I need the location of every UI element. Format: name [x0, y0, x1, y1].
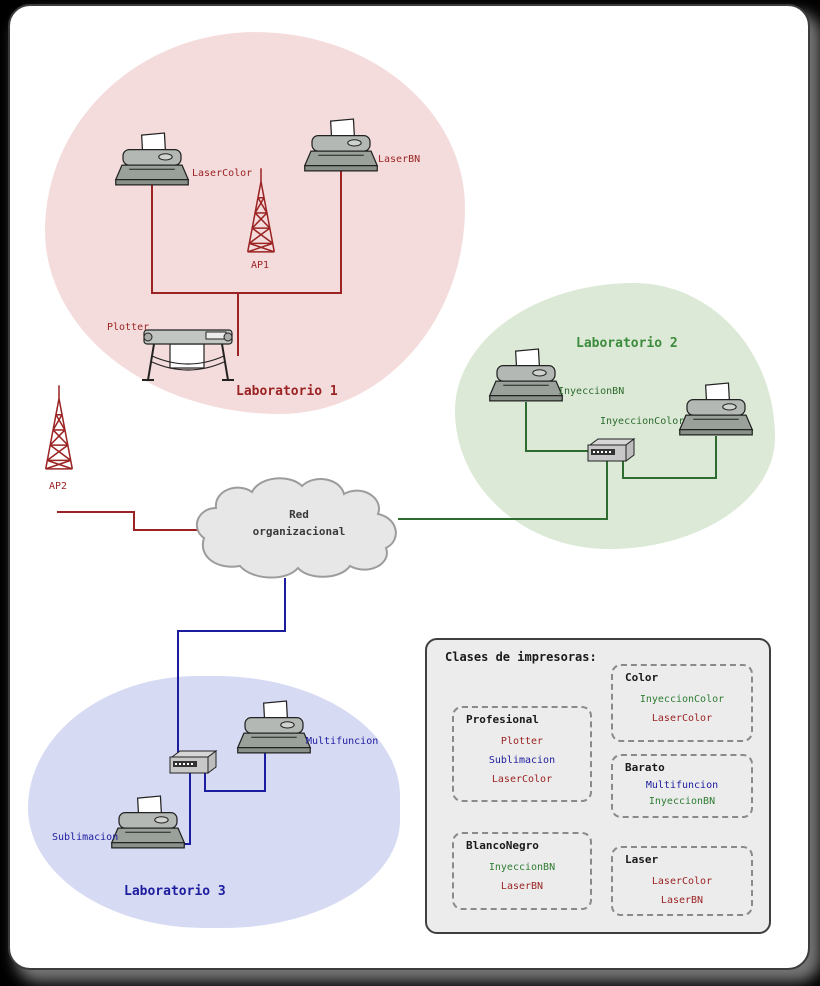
printer-icon-inyeccion-color [678, 382, 754, 440]
lab1-title: Laboratorio 1 [236, 384, 338, 399]
network-wire [151, 292, 342, 294]
legend-group-title: Profesional [466, 713, 539, 726]
legend-item: InyeccionBN [488, 862, 556, 873]
plotter-icon [140, 322, 236, 386]
network-wire [177, 630, 179, 754]
legend-group-barato: Barato Multifuncion InyeccionBN [611, 754, 753, 818]
network-wire [151, 184, 153, 294]
device-label-inyeccion-bn: InyeccionBN [558, 386, 625, 397]
cloud-label-line2: organizacional [252, 525, 346, 538]
legend-panel: Clases de impresoras: Profesional Plotte… [425, 638, 771, 934]
legend-group-title: Color [625, 671, 659, 684]
network-wire [622, 460, 624, 479]
lab1-area [45, 32, 465, 414]
legend-item: Plotter [500, 736, 544, 747]
device-label-inyeccion-color: InyeccionColor [600, 416, 685, 427]
network-wire [204, 772, 206, 792]
network-wire [237, 292, 239, 356]
printer-icon-multifuncion [236, 700, 312, 758]
network-wire [57, 511, 135, 513]
device-label-ap1: AP1 [251, 260, 270, 271]
cloud-label: Red organizacional [190, 506, 408, 540]
legend-item: Multifuncion [645, 780, 719, 791]
printer-icon-inyeccion-bn [488, 348, 564, 406]
legend-item: LaserColor [491, 774, 553, 785]
printer-icon-laser-color [114, 132, 190, 190]
legend-item: LaserBN [500, 881, 544, 892]
device-label-ap2: AP2 [49, 481, 68, 492]
device-label-sublimacion: Sublimacion [52, 832, 119, 843]
legend-item: LaserColor [651, 713, 713, 724]
legend-group-profesional: Profesional Plotter Sublimacion LaserCol… [452, 706, 592, 802]
legend-item: Sublimacion [488, 755, 556, 766]
cloud-shape [195, 477, 397, 579]
printer-icon-sublimacion [110, 795, 186, 853]
network-wire [525, 450, 588, 452]
network-wire [284, 578, 286, 632]
network-wire [133, 511, 135, 531]
device-label-multifuncion: Multifuncion [306, 736, 379, 747]
legend-group-title: Barato [625, 761, 665, 774]
cloud-label-line1: Red [289, 508, 309, 521]
network-wire [606, 460, 608, 520]
switch-icon-lab2 [586, 438, 636, 462]
network-wire [177, 630, 286, 632]
network-wire [525, 402, 527, 452]
network-wire [340, 170, 342, 294]
legend-item: InyeccionBN [648, 796, 716, 807]
legend-group-title: Laser [625, 853, 659, 866]
legend-group-color: Color InyeccionColor LaserColor [611, 664, 753, 742]
antenna-icon-ap2 [40, 383, 78, 475]
legend-group-blanconegro: BlancoNegro InyeccionBN LaserBN [452, 832, 592, 910]
legend-group-laser: Laser LaserColor LaserBN [611, 846, 753, 916]
network-wire [204, 790, 266, 792]
switch-icon-lab3 [168, 750, 218, 774]
legend-item: LaserBN [660, 895, 704, 906]
network-wire [189, 772, 191, 845]
network-wire [133, 529, 210, 531]
legend-title: Clases de impresoras: [445, 650, 597, 664]
legend-item: InyeccionColor [639, 694, 725, 705]
antenna-icon-ap1 [242, 166, 280, 258]
network-wire [264, 752, 266, 792]
lab3-area [28, 676, 400, 928]
device-label-plotter: Plotter [107, 322, 150, 333]
network-wire [715, 436, 717, 479]
lab3-title: Laboratorio 3 [124, 884, 226, 899]
lab2-title: Laboratorio 2 [576, 336, 678, 351]
network-wire [622, 477, 717, 479]
device-label-laser-color: LaserColor [192, 168, 253, 179]
legend-item: LaserColor [651, 876, 713, 887]
printer-icon-laser-bn [303, 118, 379, 176]
legend-group-title: BlancoNegro [466, 839, 539, 852]
network-wire [398, 518, 608, 520]
device-label-laser-bn: LaserBN [378, 154, 421, 165]
